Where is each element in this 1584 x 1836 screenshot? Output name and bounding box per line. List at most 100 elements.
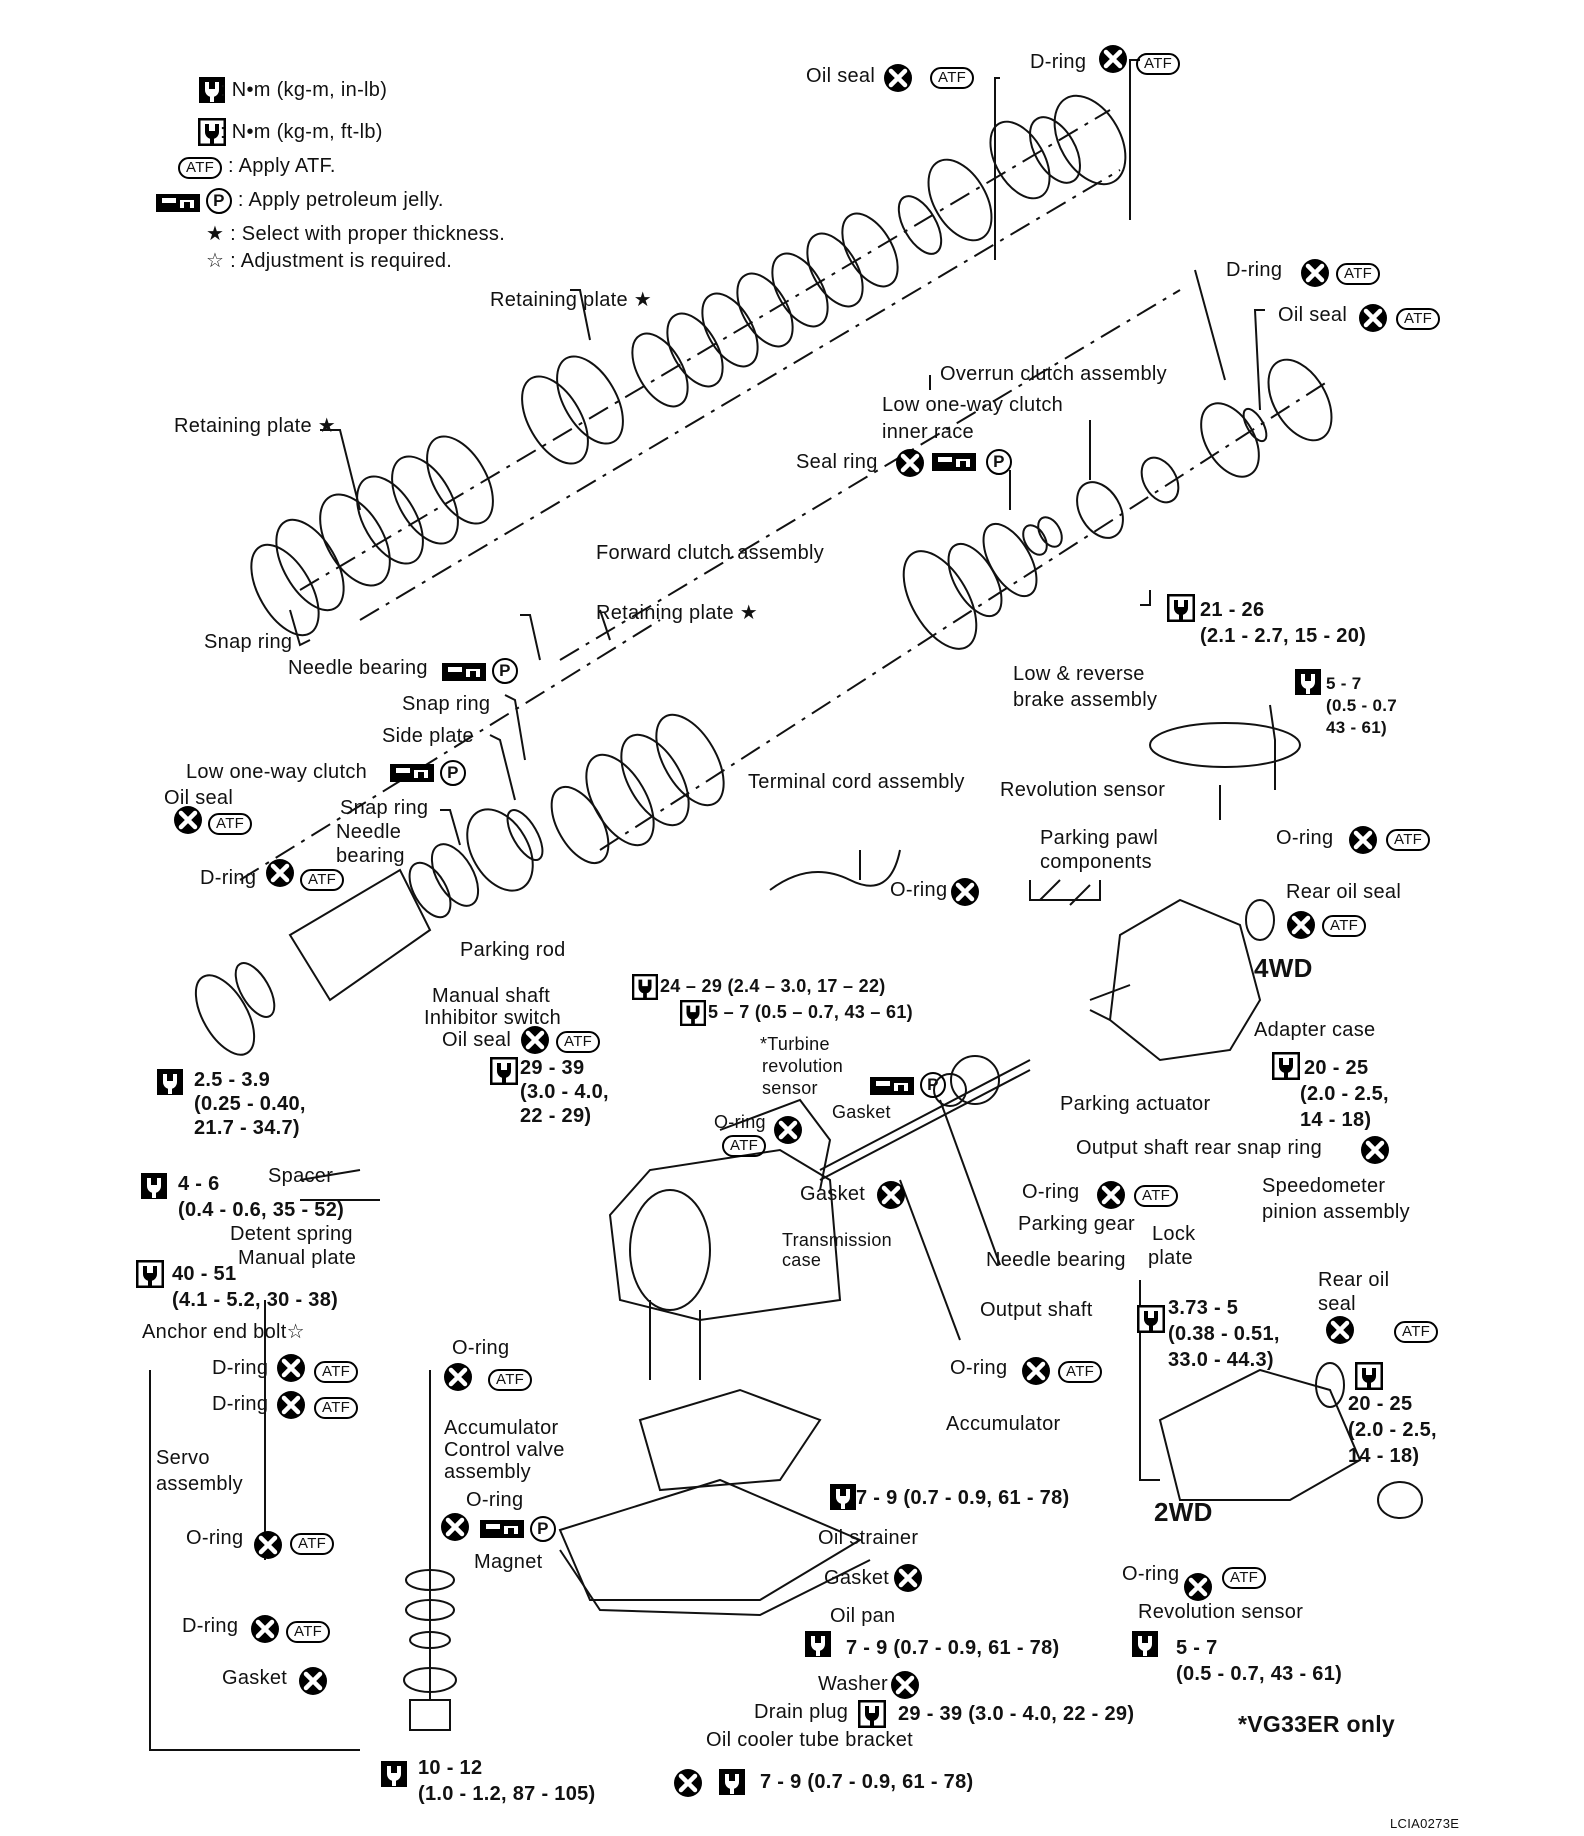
label-manual-shaft: Manual shaft — [432, 985, 551, 1007]
label-torque-20-25b-sub2: 14 - 18) — [1348, 1445, 1420, 1467]
label-retaining-plate-1: Retaining plate ★ — [490, 289, 653, 311]
atf-badge: ATF — [1136, 50, 1181, 75]
label-torque-4-6: 4 - 6 — [178, 1173, 220, 1195]
label-torque-5-7b: 5 – 7 (0.5 – 0.7, 43 – 61) — [708, 1002, 913, 1022]
label-anchor-bolt: Anchor end bolt☆ — [142, 1321, 305, 1343]
atf-badge: ATF — [1394, 1318, 1439, 1343]
label-accumulator-1: Accumulator — [444, 1417, 559, 1439]
label-gasket-2: Gasket — [800, 1183, 866, 1205]
label-rear-oil-2b: seal — [1318, 1293, 1356, 1315]
label-gasket-3: Gasket — [824, 1567, 890, 1589]
p-badge: P — [530, 1516, 556, 1542]
label-forward-clutch: Forward clutch assembly — [596, 542, 825, 564]
legend-atf: ATF : Apply ATF. — [178, 154, 336, 179]
label-torque-4-6-sub: (0.4 - 0.6, 35 - 52) — [178, 1199, 345, 1221]
atf-badge: ATF — [722, 1132, 767, 1157]
legend-torque-ftlb: : N•m (kg-m, ft-lb) — [220, 121, 383, 143]
label-torque-10-12: 10 - 12 — [418, 1757, 483, 1779]
label-torque-29-39-sub1: (3.0 - 4.0, — [520, 1081, 609, 1103]
label-spacer: Spacer — [268, 1165, 334, 1187]
label-o-ring-4: O-ring — [1022, 1181, 1080, 1203]
atf-badge: ATF — [178, 157, 223, 179]
label-torque-7-9b: 7 - 9 (0.7 - 0.9, 61 - 78) — [846, 1637, 1060, 1659]
label-magnet: Magnet — [474, 1551, 543, 1573]
atf-badge: ATF — [290, 1530, 335, 1555]
figure-id: LCIA0273E — [1390, 1816, 1460, 1831]
atf-badge: ATF — [1336, 260, 1381, 285]
label-oil-seal-top: Oil seal — [806, 65, 876, 87]
label-oil-seal-left: Oil seal — [164, 787, 234, 809]
label-manual-plate: Manual plate — [238, 1247, 357, 1269]
label-d-ring-6: D-ring — [182, 1615, 239, 1637]
label-o-ring-2: O-ring — [890, 879, 948, 901]
label-oil-strainer: Oil strainer — [818, 1527, 919, 1549]
label-o-ring-9: O-ring — [1122, 1563, 1180, 1585]
label-parking-gear: Parking gear — [1018, 1213, 1135, 1235]
label-torque-5-7a-sub1: (0.5 - 0.7 — [1326, 696, 1398, 715]
label-output-shaft: Output shaft — [980, 1299, 1093, 1321]
label-oil-pan: Oil pan — [830, 1605, 896, 1627]
label-rear-oil-seal: Rear oil seal — [1286, 881, 1402, 903]
label-torque-5-7c: 5 - 7 — [1176, 1637, 1218, 1659]
label-torque-5-7c-sub: (0.5 - 0.7, 43 - 61) — [1176, 1663, 1343, 1685]
label-o-ring-3: O-ring — [714, 1112, 766, 1132]
label-transmission-2: case — [782, 1250, 822, 1270]
label-o-ring-6: O-ring — [950, 1357, 1008, 1379]
label-torque-7-9c: 7 - 9 (0.7 - 0.9, 61 - 78) — [760, 1771, 974, 1793]
label-control-valve-2: assembly — [444, 1461, 531, 1483]
atf-badge: ATF — [930, 64, 975, 89]
label-torque-21-26: 21 - 26 — [1200, 599, 1265, 621]
label-retaining-plate-3: Retaining plate ★ — [596, 602, 759, 624]
legend-select: ★ : Select with proper thickness. — [206, 223, 506, 245]
legend-adjust: ☆ : Adjustment is required. — [206, 250, 453, 272]
label-torque-3-73-sub1: (0.38 - 0.51, — [1168, 1323, 1280, 1345]
label-retaining-plate-2: Retaining plate ★ — [174, 415, 337, 437]
p-badge: P — [492, 658, 518, 684]
label-gasket-1: Gasket — [832, 1102, 891, 1122]
label-output-snap: Output shaft rear snap ring — [1076, 1137, 1323, 1159]
label-d-ring-left: D-ring — [200, 867, 257, 889]
label-torque-40-51: 40 - 51 — [172, 1263, 237, 1285]
atf-badge: ATF — [1058, 1358, 1103, 1383]
label-snap-ring-1: Snap ring — [204, 631, 293, 653]
label-needle-bearing-2b: bearing — [336, 845, 405, 867]
label-servo-1: Servo — [156, 1447, 210, 1469]
atf-badge: ATF — [300, 866, 345, 891]
label-speedometer-2: pinion assembly — [1262, 1201, 1410, 1223]
label-vg33er-note: *VG33ER only — [1238, 1711, 1395, 1737]
label-turbine-1: *Turbine — [760, 1034, 830, 1054]
label-oil-cooler-bracket: Oil cooler tube bracket — [706, 1729, 913, 1751]
p-badge: P — [986, 449, 1012, 475]
label-overrun-clutch: Overrun clutch assembly — [940, 363, 1167, 385]
label-torque-21-26-sub: (2.1 - 2.7, 15 - 20) — [1200, 625, 1367, 647]
legend-petroleum: P : Apply petroleum jelly. — [206, 188, 444, 214]
label-needle-bearing-3: Needle bearing — [986, 1249, 1126, 1271]
label-torque-20-25a-sub2: 14 - 18) — [1300, 1109, 1372, 1131]
label-parking-actuator: Parking actuator — [1060, 1093, 1211, 1115]
label-seal-ring: Seal ring — [796, 451, 878, 473]
cross-icon-group — [174, 45, 1389, 1797]
label-d-ring-5: D-ring — [212, 1393, 269, 1415]
label-low-one-way-inner-2: inner race — [882, 421, 974, 443]
atf-badge: ATF — [208, 810, 253, 835]
label-washer: Washer — [818, 1673, 888, 1695]
label-control-valve-1: Control valve — [444, 1439, 565, 1461]
atf-badge: ATF — [314, 1394, 359, 1419]
label-turbine-3: sensor — [762, 1078, 818, 1098]
label-snap-ring-3: Snap ring — [340, 797, 429, 819]
label-adapter-case: Adapter case — [1254, 1019, 1376, 1041]
label-2wd: 2WD — [1154, 1497, 1213, 1527]
label-torque-2-5-sub2: 21.7 - 34.7) — [194, 1117, 300, 1139]
label-servo-2: assembly — [156, 1473, 243, 1495]
label-parking-rod: Parking rod — [460, 939, 566, 961]
label-inhibitor-switch: Inhibitor switch — [424, 1007, 562, 1029]
label-oil-seal-mid: Oil seal — [442, 1029, 512, 1051]
label-lock-2: plate — [1148, 1247, 1193, 1269]
label-torque-3-73: 3.73 - 5 — [1168, 1297, 1239, 1319]
label-needle-bearing-2a: Needle — [336, 821, 402, 843]
label-needle-bearing-1: Needle bearing — [288, 657, 428, 679]
p-badge: P — [920, 1072, 946, 1098]
label-revolution-sensor-2: Revolution sensor — [1138, 1601, 1304, 1623]
label-torque-20-25b: 20 - 25 — [1348, 1393, 1413, 1415]
